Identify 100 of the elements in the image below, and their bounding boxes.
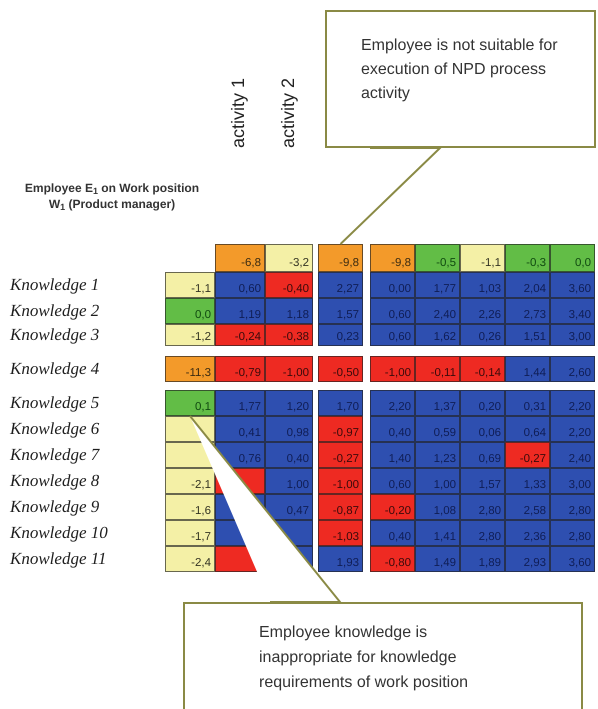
table-cell: -0,11	[415, 356, 460, 382]
table-cell: -0,80	[370, 546, 415, 572]
table-cell: -9,8	[370, 244, 415, 272]
table-cell: -1,03	[318, 520, 363, 546]
table-cell: -1,00	[265, 356, 313, 382]
table-cell: 0,98	[265, 416, 313, 442]
table-cell: 2,80	[460, 520, 505, 546]
table-cell: 1,08	[415, 494, 460, 520]
table-cell: 2,40	[550, 442, 595, 468]
table-cell: 0,60	[370, 324, 415, 346]
table-cell: 0,64	[505, 416, 550, 442]
table-cell: 1,89	[460, 546, 505, 572]
callout-box	[183, 602, 583, 709]
table-cell: 0,59	[415, 416, 460, 442]
table-cell: 0,0	[550, 244, 595, 272]
table-cell: 0,41	[215, 416, 265, 442]
table-cell: 1,41	[415, 520, 460, 546]
table-cell: 0,1	[165, 390, 215, 416]
row-label: Knowledge 1	[10, 276, 100, 293]
table-cell: 2,27	[318, 272, 363, 298]
table-cell: 1,93	[318, 546, 363, 572]
table-cell: 0,06	[460, 416, 505, 442]
table-cell: -0,97	[318, 416, 363, 442]
table-cell: -0,14	[460, 356, 505, 382]
table-cell: -1,7	[165, 520, 215, 546]
row-label: Knowledge 8	[10, 472, 100, 489]
table-cell: 0,60	[370, 468, 415, 494]
row-label: Knowledge 11	[10, 550, 106, 567]
row-label: Knowledge 5	[10, 394, 100, 411]
table-cell: 3,00	[550, 324, 595, 346]
table-cell: -0,5	[415, 244, 460, 272]
table-cell: -3,2	[265, 244, 313, 272]
table-cell: 1,37	[415, 390, 460, 416]
table-cell: 0,60	[215, 272, 265, 298]
table-cell: 0,40	[370, 520, 415, 546]
table-cell: 0,40	[265, 442, 313, 468]
table-cell: -0,20	[370, 494, 415, 520]
table-cell: 2,80	[460, 494, 505, 520]
callout-text: Employee knowledge is inappropriate for knowledge requirements of work position	[259, 623, 469, 693]
table-cell: 1,70	[318, 390, 363, 416]
column-label: activity 2	[279, 76, 297, 148]
table-cell: 3,60	[550, 546, 595, 572]
table-cell: -0,87	[318, 494, 363, 520]
table-cell: 0,47	[265, 494, 313, 520]
table-cell: 0,40	[370, 416, 415, 442]
table-cell: 1,44	[505, 356, 550, 382]
table-cell: -0,3	[505, 244, 550, 272]
table-cell: -0,27	[505, 442, 550, 468]
table-cell: 3,60	[550, 272, 595, 298]
table-cell: -1,1	[460, 244, 505, 272]
table-cell: 0,69	[460, 442, 505, 468]
table-cell: 1,51	[505, 324, 550, 346]
row-label: Knowledge 4	[10, 360, 100, 377]
table-cell: 2,60	[550, 356, 595, 382]
table-cell: 2,20	[550, 390, 595, 416]
table-heading: Employee E$_{1}$ on Work position W$_{1}$ (Product manager)	[24, 180, 200, 212]
table-cell: 1,49	[415, 546, 460, 572]
table-cell: -0,27	[318, 442, 363, 468]
table-cell: -0,79	[215, 356, 265, 382]
column-label: activity 1	[229, 76, 247, 148]
table-cell: 0,23	[318, 324, 363, 346]
table-cell: 1,19	[215, 298, 265, 324]
table-cell: 2,26	[460, 298, 505, 324]
table-cell: 2,58	[505, 494, 550, 520]
table-cell: -1,00	[370, 356, 415, 382]
table-cell: 2,04	[505, 272, 550, 298]
table-cell: -0,24	[215, 324, 265, 346]
table-cell: -0,50	[318, 356, 363, 382]
table-cell: 2,73	[505, 298, 550, 324]
table-cell: 2,20	[370, 390, 415, 416]
table-cell: -2,1	[165, 468, 215, 494]
table-cell: -0,40	[265, 272, 313, 298]
table-cell: 0,00	[370, 272, 415, 298]
table-cell: -9,8	[318, 244, 363, 272]
table-cell: 3,40	[550, 298, 595, 324]
callout-text: Employee is not suitable for execution of NPD process activity	[361, 36, 559, 104]
table-cell: 0,60	[370, 298, 415, 324]
table-cell: 1,00	[265, 468, 313, 494]
table-cell: 0,31	[505, 390, 550, 416]
table-cell: 1,23	[415, 442, 460, 468]
table-cell: -1,6	[165, 494, 215, 520]
row-label: Knowledge 9	[10, 498, 100, 515]
table-cell: 1,18	[265, 298, 313, 324]
table-cell: -11,3	[165, 356, 215, 382]
row-label: Knowledge 6	[10, 420, 100, 437]
table-cell: -1,00	[318, 468, 363, 494]
table-cell: -2,4	[165, 546, 215, 572]
table-cell: 2,93	[505, 546, 550, 572]
callout-pointer	[189, 415, 342, 603]
table-cell: 1,40	[370, 442, 415, 468]
table-cell: 0,26	[460, 324, 505, 346]
table-cell: 2,20	[550, 416, 595, 442]
table-cell: 1,03	[460, 272, 505, 298]
table-cell: 1,77	[415, 272, 460, 298]
row-label: Knowledge 10	[10, 524, 108, 541]
table-cell: 2,36	[505, 520, 550, 546]
table-cell: 1,57	[460, 468, 505, 494]
table-cell: 0,20	[460, 390, 505, 416]
table-cell: 1,20	[265, 390, 313, 416]
row-label: Knowledge 2	[10, 302, 100, 319]
